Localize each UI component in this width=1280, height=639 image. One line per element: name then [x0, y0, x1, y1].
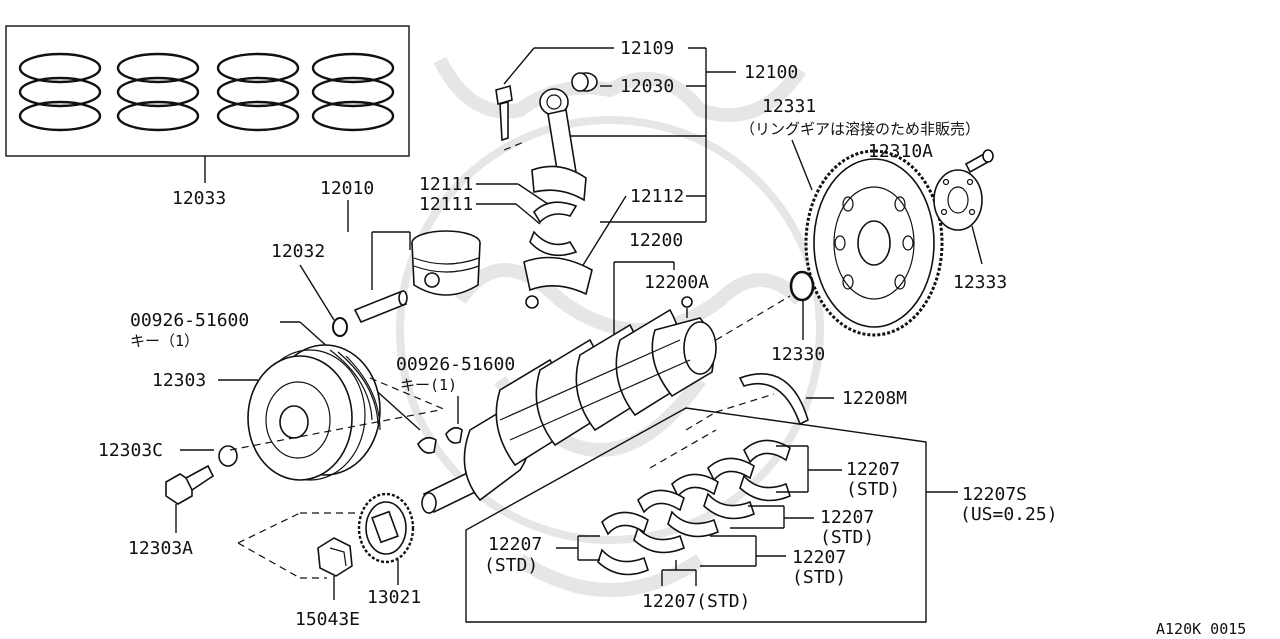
crank-plug-icon — [681, 296, 693, 308]
label-12207s: 12207S — [962, 484, 1027, 505]
key-left-callout[interactable]: 00926-51600 キー（1） — [130, 310, 437, 454]
key-right-callout[interactable]: 00926-51600 キー(1) — [396, 354, 515, 444]
label-13021: 13021 — [367, 587, 421, 608]
label-12208m: 12208M — [842, 388, 907, 409]
connecting-rod-icon — [531, 88, 587, 202]
label-12207-1: 12207 — [846, 459, 900, 480]
rod-bearing-icon — [529, 201, 578, 257]
crankshaft-icon — [421, 308, 717, 514]
rod-bolt-icon — [495, 84, 513, 142]
diagram-code: A120K 0015 — [1156, 620, 1246, 638]
label-12109: 12109 — [620, 38, 674, 59]
label-key-a: キー（1） — [130, 332, 199, 350]
label-00926-51600-b: 00926-51600 — [396, 354, 515, 375]
label-std-4: (STD) — [484, 555, 538, 576]
crank-pulley-icon — [247, 344, 381, 481]
key-left-icon — [417, 436, 437, 454]
label-12331: 12331 — [762, 96, 816, 117]
label-12331-note: （リングギアは溶接のため非販売） — [740, 120, 980, 138]
main-bearing-pair-3-icon — [667, 473, 719, 538]
main-bearing-pair-5-icon — [597, 511, 649, 576]
label-us025: (US=0.25) — [960, 504, 1058, 525]
washer-icon — [218, 445, 238, 467]
label-12303a: 12303A — [128, 538, 193, 559]
label-12111-a: 12111 — [419, 174, 473, 195]
flywheel-bolt-icon — [964, 149, 994, 174]
label-12207-4: 12207 — [488, 534, 542, 555]
rod-cap-icon — [523, 256, 593, 309]
ring-set-4 — [311, 52, 395, 132]
piston-pin-icon — [353, 290, 408, 324]
flywheel-group[interactable]: 12331 （リングギアは溶接のため非販売） 12310A — [740, 96, 1007, 337]
label-12207-3: 12207 — [792, 547, 846, 568]
ring-set-1 — [18, 52, 102, 132]
main-bearing-pair-2-icon — [703, 457, 755, 520]
label-std-2: (STD) — [820, 527, 874, 548]
label-12333: 12333 — [953, 272, 1007, 293]
label-12010: 12010 — [320, 178, 374, 199]
thrust-bearing-icon — [738, 373, 809, 426]
crank-sprocket-group[interactable]: 13021 15043E — [295, 492, 421, 630]
ring-set-3 — [216, 52, 300, 132]
key-right-icon — [445, 426, 463, 444]
rear-oil-seal-group[interactable]: 12330 — [771, 270, 825, 365]
label-12303c: 12303C — [98, 440, 163, 461]
label-std-3: (STD) — [792, 567, 846, 588]
rear-oil-seal-icon — [789, 270, 815, 302]
label-12112: 12112 — [630, 186, 684, 207]
crank-sprocket-icon — [357, 492, 415, 564]
main-bearing-box — [465, 407, 927, 623]
main-bearing-set-group[interactable]: 12207 (STD) 12207 (STD) 12207 (STD) 1220… — [465, 393, 1058, 623]
label-std-1: (STD) — [846, 479, 900, 500]
ring-set-2 — [116, 52, 200, 132]
crank-pulley-group[interactable]: 12303 12303C 12303A — [98, 344, 447, 579]
label-00926-51600-a: 00926-51600 — [130, 310, 249, 331]
snap-ring-icon — [332, 317, 348, 337]
label-12303: 12303 — [152, 370, 206, 391]
main-bearing-pair-4-icon — [633, 489, 685, 554]
thrust-bearing-group[interactable]: 12208M — [738, 373, 907, 426]
label-12310a: 12310A — [868, 141, 933, 162]
reinforcement-plate-icon — [933, 169, 983, 231]
pulley-bolt-icon — [165, 464, 215, 505]
watermark-emblem — [396, 56, 824, 597]
label-12030: 12030 — [620, 76, 674, 97]
sprocket-nut-icon — [317, 537, 353, 577]
label-key-b: キー(1) — [400, 376, 457, 394]
piston-icon — [411, 230, 481, 296]
label-12100: 12100 — [744, 62, 798, 83]
label-12330: 12330 — [771, 344, 825, 365]
label-15043e: 15043E — [295, 609, 360, 630]
label-12207-2: 12207 — [820, 507, 874, 528]
small-end-bushing-icon — [571, 72, 598, 92]
label-12032: 12032 — [271, 241, 325, 262]
connecting-rod-group[interactable]: 12109 12030 12100 12111 12111 — [419, 38, 798, 309]
crankshaft-group[interactable]: 12200 12200A — [421, 230, 791, 514]
flywheel-icon — [804, 149, 944, 337]
piston-rings-box — [5, 25, 410, 157]
piston-rings-group[interactable]: 12033 — [5, 25, 410, 209]
label-12111-b: 12111 — [419, 194, 473, 215]
label-12033: 12033 — [172, 188, 226, 209]
label-12200: 12200 — [629, 230, 683, 251]
label-12200a: 12200A — [644, 272, 709, 293]
label-12207-5: 12207(STD) — [642, 591, 750, 612]
piston-assembly[interactable]: 12010 12032 — [271, 178, 481, 337]
